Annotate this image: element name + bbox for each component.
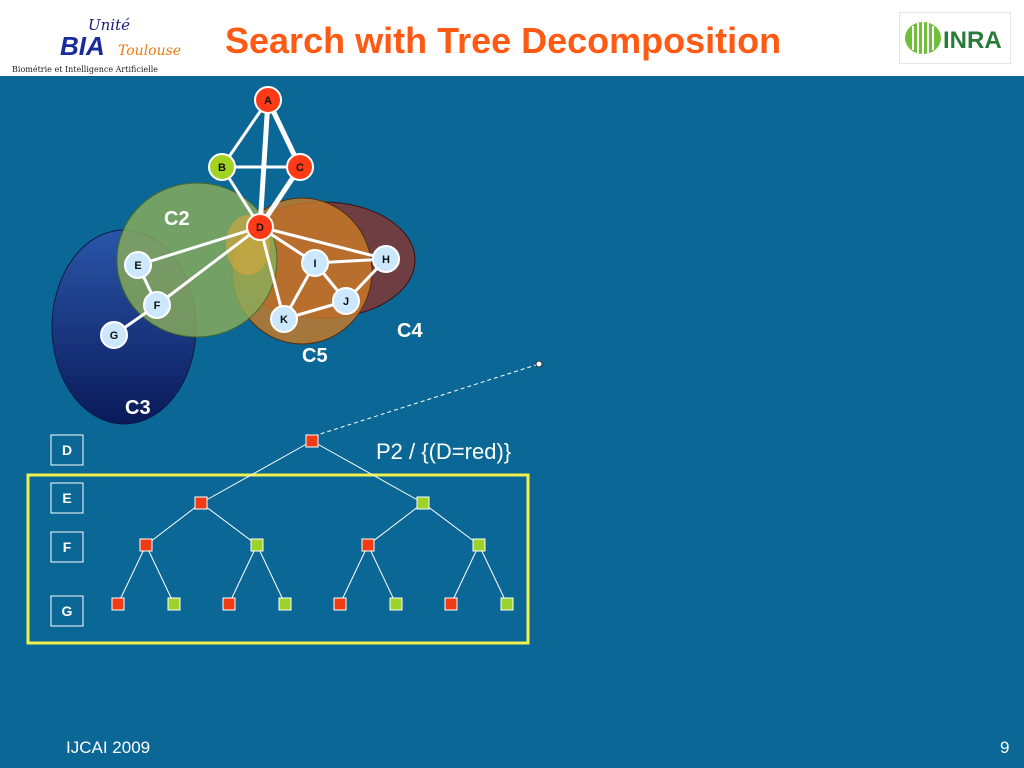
node-h-label: H: [382, 254, 390, 266]
node-d-circle: [246, 213, 274, 241]
node-b: B: [208, 153, 236, 181]
node-b-label: B: [218, 162, 226, 174]
node-j-circle: [332, 287, 360, 315]
node-i-circle: [301, 249, 329, 277]
node-f-circle: [143, 291, 171, 319]
tree-node-g-red: [222, 597, 236, 611]
edge-d-k: [258, 225, 286, 321]
tree-node-f-green: [472, 538, 486, 552]
tree-edge: [228, 544, 258, 605]
tree-node-f-green: [250, 538, 264, 552]
p2-label: P2 / {(D=red)}: [376, 439, 511, 464]
tree-node-f-red: [139, 538, 153, 552]
tree-edge: [200, 502, 258, 546]
node-k-label: K: [280, 314, 288, 326]
node-i: I: [301, 249, 329, 277]
tree-node-g-green: [167, 597, 181, 611]
node-d: D: [246, 213, 274, 241]
tree-node-root-red: [305, 434, 319, 448]
cluster-label-c3: C3: [125, 397, 151, 419]
tree-edge: [145, 544, 175, 605]
node-j: J: [332, 287, 360, 315]
node-h: H: [372, 245, 400, 273]
tree-edge: [367, 544, 397, 605]
node-e-label: E: [134, 260, 141, 272]
tree-node-g-red: [111, 597, 125, 611]
var-box-f: [50, 531, 84, 563]
graph-nodes: A B C D E F G H I J K: [100, 86, 400, 349]
node-h-circle: [372, 245, 400, 273]
node-j-label: J: [343, 296, 349, 308]
tree-edge: [422, 502, 480, 546]
node-d-label: D: [256, 222, 264, 234]
tree-node-e-red: [194, 496, 208, 510]
tree-node-g-green: [500, 597, 514, 611]
bia-logo: Unité BIA Toulouse Biométrie et Intellig…: [12, 16, 181, 74]
tree-node-g-red: [444, 597, 458, 611]
tree-edge: [478, 544, 508, 605]
node-f: F: [143, 291, 171, 319]
node-a: A: [254, 86, 282, 114]
edge-d-h: [258, 225, 388, 261]
tree-node-g-red: [333, 597, 347, 611]
logo-main-text: BIA: [60, 31, 105, 61]
search-tree-nodes: [111, 434, 514, 611]
edge-a-d: [257, 97, 271, 230]
node-a-label: A: [264, 95, 272, 107]
tree-edge: [117, 544, 147, 605]
edge-d-e: [136, 225, 262, 267]
node-c: C: [286, 153, 314, 181]
var-label-g: G: [62, 603, 73, 619]
node-e: E: [124, 251, 152, 279]
footer-page-number: 9: [1000, 738, 1010, 757]
node-k: K: [270, 305, 298, 333]
slide-title: Search with Tree Decomposition: [225, 20, 782, 61]
tree-edge: [450, 544, 480, 605]
cluster-label-c2: C2: [164, 208, 190, 230]
tree-edge: [367, 502, 424, 546]
tree-node-g-green: [389, 597, 403, 611]
p2-pointer-line: [313, 363, 540, 437]
cluster-label-c4: C4: [397, 320, 423, 342]
inra-logo: INRA: [899, 12, 1011, 64]
var-label-d: D: [62, 442, 72, 458]
var-box-g: [50, 595, 84, 627]
node-g-circle: [100, 321, 128, 349]
edge-d-f: [155, 225, 262, 307]
node-c-circle: [286, 153, 314, 181]
footer-conference: IJCAI 2009: [66, 738, 151, 757]
logo-side-text: Toulouse: [118, 43, 181, 59]
tree-node-f-red: [361, 538, 375, 552]
node-g: G: [100, 321, 128, 349]
node-c-label: C: [296, 162, 304, 174]
node-k-circle: [270, 305, 298, 333]
node-g-label: G: [110, 330, 119, 342]
cluster-label-c5: C5: [302, 345, 328, 367]
subproblem-highlight-box: [26, 473, 530, 645]
var-label-f: F: [63, 539, 72, 555]
var-label-e: E: [62, 490, 71, 506]
node-a-circle: [254, 86, 282, 114]
inra-logo-text: INRA: [943, 27, 1002, 54]
node-i-label: I: [313, 258, 316, 270]
logo-caption-text: Biométrie et Intelligence Artificielle: [12, 65, 158, 74]
p2-pointer-dot: [535, 360, 543, 368]
tree-edge: [256, 544, 286, 605]
tree-edge: [145, 502, 202, 546]
node-f-label: F: [154, 300, 161, 312]
logo-top-text: Unité: [88, 16, 130, 34]
var-box-e: [50, 482, 84, 514]
tree-edge: [311, 440, 424, 504]
tree-node-e-green: [416, 496, 430, 510]
search-tree-edges: [117, 440, 508, 605]
variable-order: D E F G: [50, 434, 84, 627]
tree-edge: [339, 544, 369, 605]
tree-edge: [200, 440, 313, 504]
slide-header: Search with Tree Decomposition Unité BIA…: [0, 0, 1024, 76]
tree-node-g-green: [278, 597, 292, 611]
node-e-circle: [124, 251, 152, 279]
var-box-d: [50, 434, 84, 466]
node-b-circle: [208, 153, 236, 181]
